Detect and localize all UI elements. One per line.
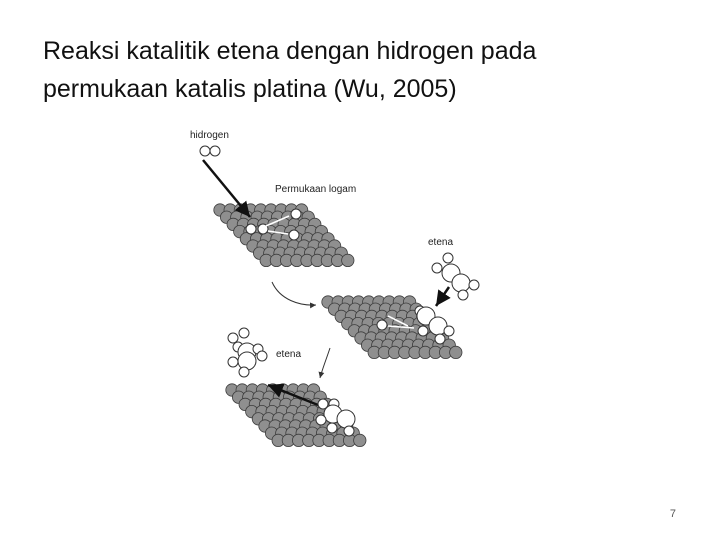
- slide-title: Reaksi katalitik etena dengan hidrogen p…: [43, 32, 683, 108]
- hydrogen-label: hidrogen: [190, 130, 229, 141]
- dissociated-hydrogen-atoms: [245, 208, 302, 241]
- ethene-molecule-in: [431, 252, 480, 301]
- hydrogen-adsorption-arrow: [202, 159, 251, 218]
- slide-title-line-2: permukaan katalis platina (Wu, 2005): [43, 75, 457, 103]
- surface-migration-arrows-2: [387, 315, 415, 329]
- slide-title-line-1: Reaksi katalitik etena dengan hidrogen p…: [43, 37, 537, 65]
- ethene-out-label: etena: [276, 349, 301, 360]
- ethane-molecule-out: [227, 327, 268, 378]
- ethane-desorption-arrow: [267, 383, 319, 407]
- adsorbed-ethene-and-hydrogen: [376, 305, 455, 345]
- step-arrow-2: [318, 347, 331, 379]
- ethene-in-label: etena: [428, 237, 453, 248]
- metal-surface-1: [213, 203, 355, 267]
- page-number: 7: [669, 508, 676, 520]
- adsorbed-ethyl-species: [315, 398, 356, 437]
- metal-surface-label: Permukaan logam: [275, 184, 356, 195]
- hydrogen-molecule: [199, 145, 221, 157]
- step-arrow-1: [271, 281, 317, 309]
- surface-migration-arrows-1: [265, 215, 290, 235]
- ethene-adsorption-arrow: [434, 286, 451, 307]
